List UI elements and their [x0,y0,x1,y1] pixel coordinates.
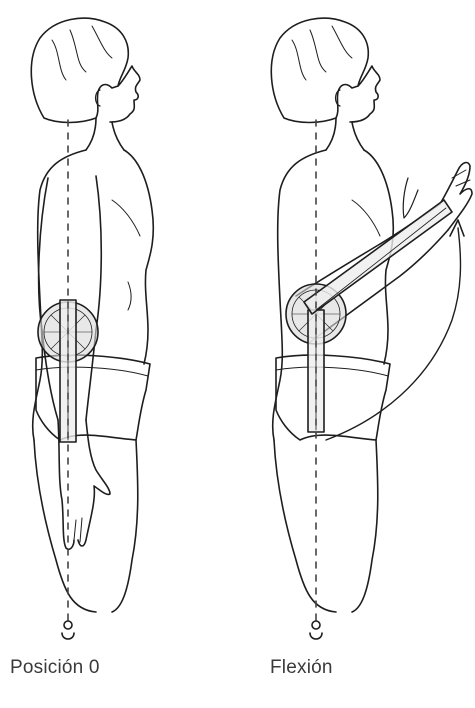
legs-right [274,440,378,612]
flexion-arc [326,228,460,440]
face-profile-left [110,66,140,122]
figure-neutral-position [31,18,153,639]
hand-right [440,163,472,230]
upper-arm-left [39,178,58,420]
head-hair-right [271,18,368,122]
caption-neutral-position: Posición 0 [10,657,160,679]
legs-left [34,440,138,612]
caption-flexion: Flexión [270,657,390,679]
figure-flexion-position [271,18,472,639]
ground-marker-icon [62,621,74,639]
head-hair-left [31,18,128,122]
torso-front-left [124,150,153,364]
goniometer-right [286,200,452,432]
arc-arrowhead-icon [450,220,464,236]
ground-marker-icon [310,621,322,639]
face-profile-right [350,66,380,122]
